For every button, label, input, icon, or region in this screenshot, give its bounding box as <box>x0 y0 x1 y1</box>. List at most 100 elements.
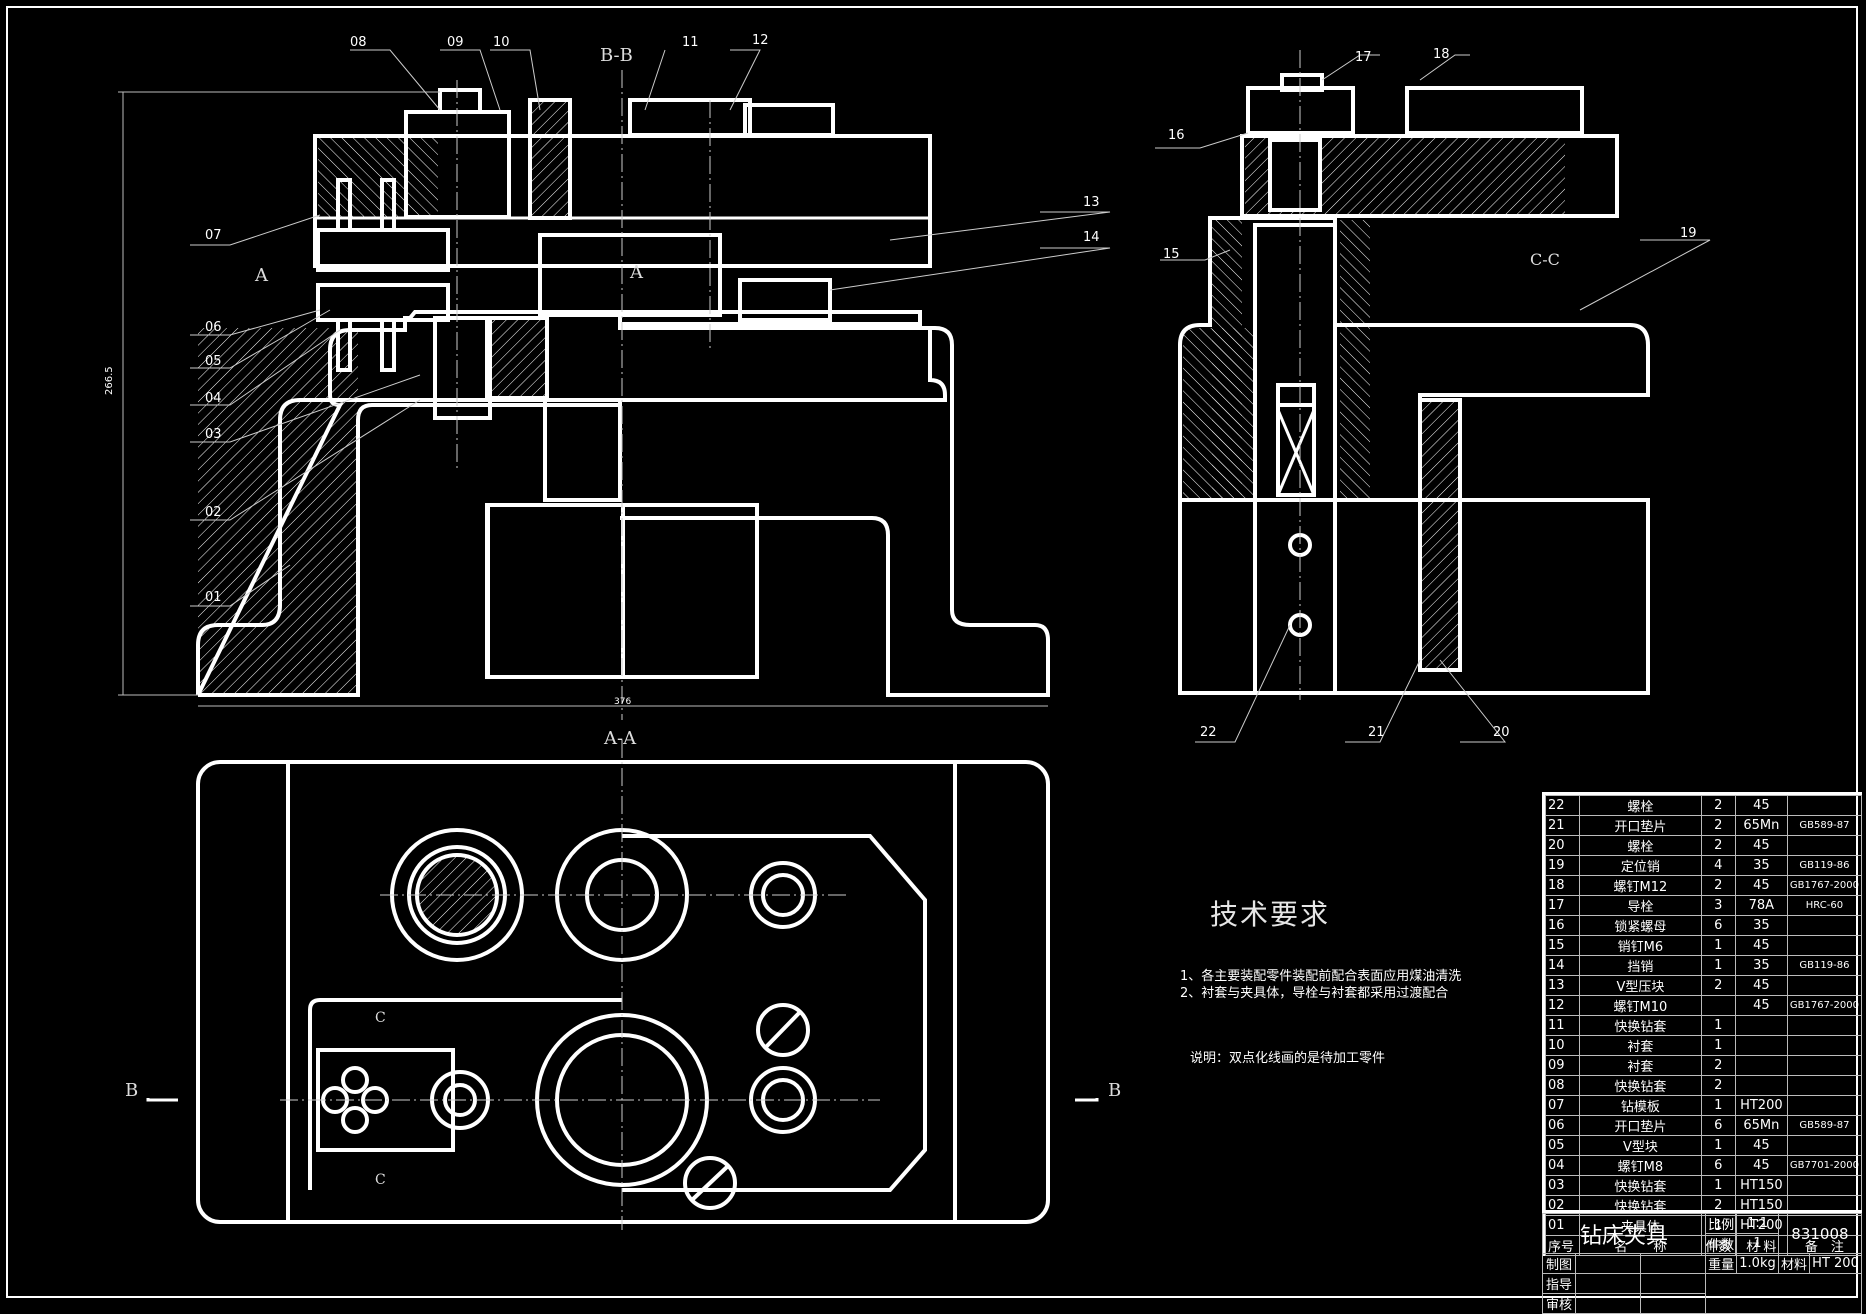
bom-material <box>1734 1075 1788 1096</box>
bom-qty: 2 <box>1700 1055 1736 1076</box>
balloon-20: 20 <box>1493 725 1510 740</box>
bom-qty: 6 <box>1700 1115 1736 1136</box>
material-value: HT 200 <box>1809 1253 1862 1274</box>
balloon-07: 07 <box>205 228 222 243</box>
balloon-15: 15 <box>1163 247 1180 262</box>
bom-remark <box>1786 795 1863 816</box>
bom-name: 螺栓 <box>1579 795 1702 816</box>
tech-requirement-item: 2、衬套与夹具体，导栓与衬套都采用过渡配合 <box>1180 986 1449 1001</box>
qty-value: 1 <box>1736 1233 1779 1254</box>
bom-remark <box>1786 1095 1863 1116</box>
role-reviewer-date <box>1640 1293 1706 1314</box>
balloon-02: 02 <box>205 505 222 520</box>
bom-material: 45 <box>1734 875 1788 896</box>
bom-index: 04 <box>1544 1155 1581 1176</box>
bom-qty: 2 <box>1700 975 1736 996</box>
bom-material: 65Mn <box>1734 815 1788 836</box>
balloon-17: 17 <box>1355 50 1372 65</box>
leader-lines <box>190 49 1711 743</box>
weight-value: 1.0kg <box>1736 1253 1779 1274</box>
bom-material: HT200 <box>1734 1095 1788 1116</box>
bom-remark: GB7701-2000 <box>1786 1155 1863 1176</box>
section-marker-b-right <box>1075 1098 1099 1102</box>
bom-index: 16 <box>1544 915 1581 936</box>
bom-index: 08 <box>1544 1075 1581 1096</box>
fixture-body-left-hatch <box>198 328 358 695</box>
bom-index: 07 <box>1544 1095 1581 1116</box>
section-marker-b-left-label: B <box>125 1080 139 1101</box>
tech-requirement-item: 1、各主要装配零件装配前配合表面应用煤油清洗 <box>1180 969 1462 984</box>
clamp-plate <box>622 834 927 1192</box>
bom-material: 35 <box>1734 915 1788 936</box>
scale-value: 1:1 <box>1736 1213 1779 1234</box>
bom-remark <box>1786 1175 1863 1196</box>
tech-requirements-list: 1、各主要装配零件装配前配合表面应用煤油清洗 2、衬套与夹具体，导栓与衬套都采用… <box>1180 968 1461 1002</box>
bom-remark <box>1786 1015 1863 1036</box>
bom-qty: 1 <box>1700 955 1736 976</box>
dimension-height: 266.5 <box>104 366 115 395</box>
bom-remark <box>1786 975 1863 996</box>
bom-index: 13 <box>1544 975 1581 996</box>
drawing-frame <box>6 6 1858 1298</box>
bom-name: V型压块 <box>1579 975 1702 996</box>
material-label: 材料 <box>1777 1253 1811 1274</box>
bom-material <box>1734 1035 1788 1056</box>
bom-name: 快换钻套 <box>1579 1175 1702 1196</box>
bom-material: 65Mn <box>1734 1115 1788 1136</box>
bom-material: 45 <box>1734 835 1788 856</box>
qty-label: 件数 <box>1704 1233 1738 1254</box>
bom-qty: 1 <box>1700 1175 1736 1196</box>
section-label-cc: C-C <box>1530 250 1560 269</box>
bom-remark: GB119-86 <box>1786 855 1863 876</box>
bom-index: 09 <box>1544 1055 1581 1076</box>
bom-index: 19 <box>1544 855 1581 876</box>
drawing-title: 钻床夹具 <box>1542 1213 1706 1254</box>
role-advisor: 指导 <box>1542 1273 1576 1294</box>
bom-qty: 2 <box>1700 875 1736 896</box>
bom-index: 11 <box>1544 1015 1581 1036</box>
balloon-04: 04 <box>205 391 222 406</box>
balloon-10: 10 <box>493 35 510 50</box>
bom-name: 锁紧螺母 <box>1579 915 1702 936</box>
scale-label: 比例 <box>1704 1213 1738 1234</box>
role-drafter-name <box>1575 1253 1641 1274</box>
role-reviewer: 审核 <box>1542 1293 1576 1314</box>
dimension-lines <box>118 91 1048 707</box>
section-marker-a-left: A <box>255 265 268 286</box>
bom-index: 06 <box>1544 1115 1581 1136</box>
bom-remark <box>1786 1035 1863 1056</box>
balloon-22: 22 <box>1200 725 1217 740</box>
bom-remark: GB1767-2000 <box>1786 875 1863 896</box>
bom-remark <box>1786 1055 1863 1076</box>
bom-remark <box>1786 1075 1863 1096</box>
section-label-bb: B-B <box>600 45 633 66</box>
bom-qty: 2 <box>1700 795 1736 816</box>
bom-name: 导栓 <box>1579 895 1702 916</box>
balloon-16: 16 <box>1168 128 1185 143</box>
dimension-width: 376 <box>614 697 632 707</box>
bom-qty: 1 <box>1700 1135 1736 1156</box>
bom-material <box>1734 1055 1788 1076</box>
role-drafter-date <box>1640 1253 1706 1274</box>
bom-material: HT150 <box>1734 1175 1788 1196</box>
bom-name: 螺钉M10 <box>1579 995 1702 1016</box>
bom-remark <box>1786 835 1863 856</box>
bom-name: 螺栓 <box>1579 835 1702 856</box>
bom-remark: HRC-60 <box>1786 895 1863 916</box>
balloon-12: 12 <box>752 33 769 48</box>
tech-requirements: 技术要求 <box>1210 893 1330 933</box>
role-drafter: 制图 <box>1542 1253 1576 1274</box>
balloon-13: 13 <box>1083 195 1100 210</box>
bom-index: 03 <box>1544 1175 1581 1196</box>
bom-name: 快换钻套 <box>1579 1015 1702 1036</box>
